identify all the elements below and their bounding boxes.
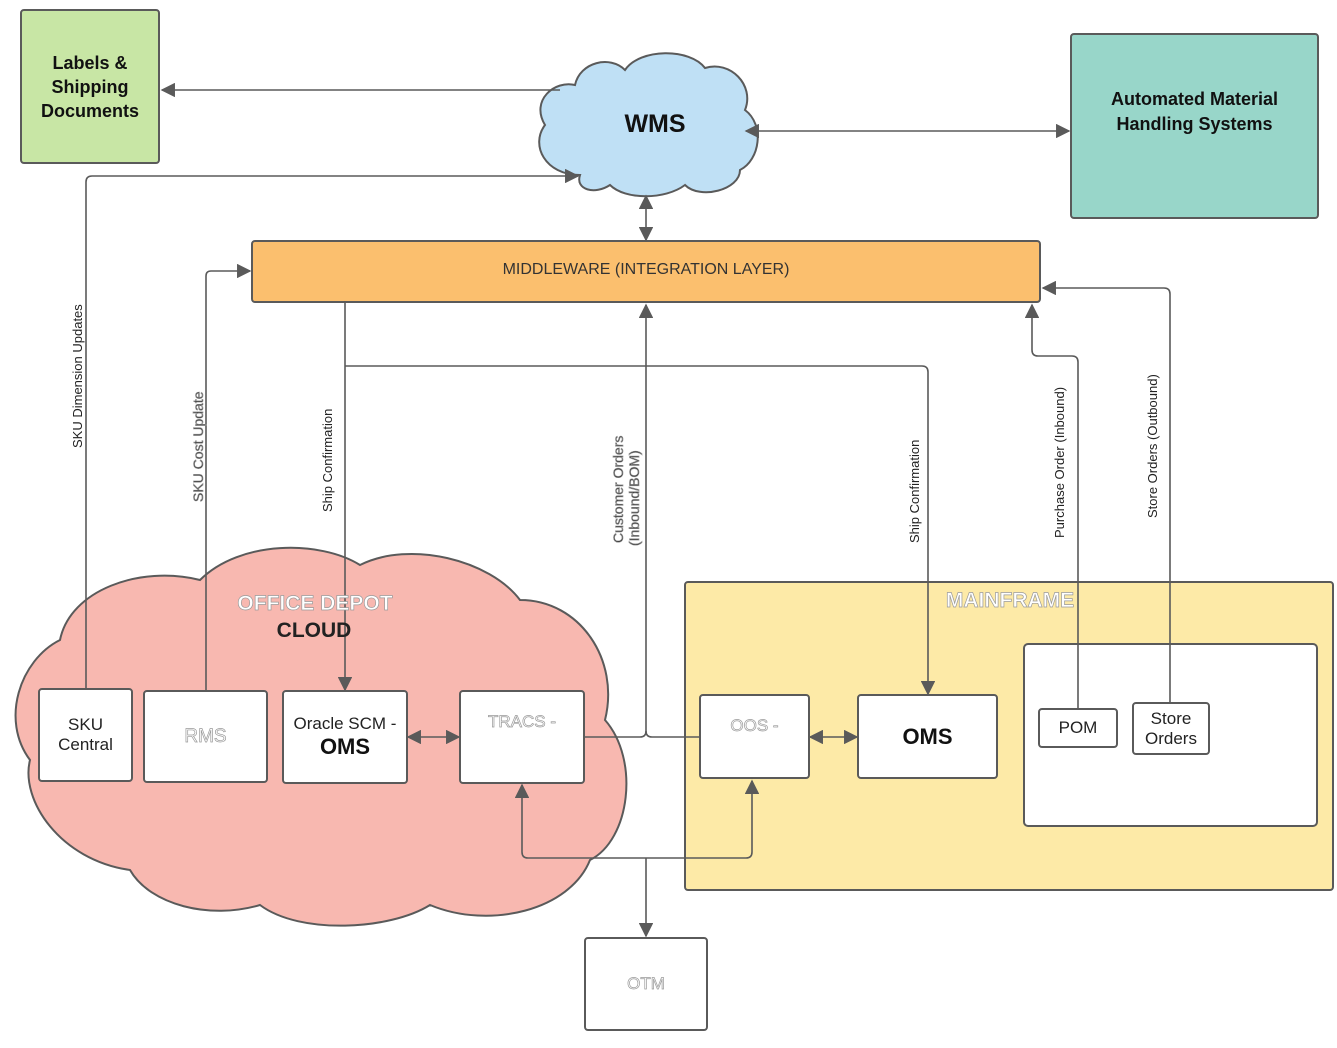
amhs-box: Automated Material Handling Systems bbox=[1070, 33, 1319, 219]
rms-box: RMS bbox=[143, 690, 268, 783]
ship-confirmation-1-label: Ship Confirmation bbox=[320, 408, 335, 512]
middleware-box: MIDDLEWARE (INTEGRATION LAYER) bbox=[251, 240, 1041, 303]
oracle-scm-box: Oracle SCM - OMS bbox=[282, 690, 408, 784]
middleware-label: MIDDLEWARE (INTEGRATION LAYER) bbox=[502, 261, 790, 278]
otm-label: OTM bbox=[627, 974, 665, 994]
wms-label: WMS bbox=[624, 110, 686, 138]
sku-central-label: SKU Central bbox=[58, 715, 113, 754]
office-depot-title: OFFICE DEPOT bbox=[237, 592, 393, 616]
ship-confirmation-2-label: Ship Confirmation bbox=[907, 439, 922, 543]
labels-shipping-label: Labels & Shipping Documents bbox=[40, 52, 139, 121]
sku-cost-label: SKU Cost Update bbox=[190, 391, 207, 502]
oms-label: OMS bbox=[902, 723, 953, 749]
labels-shipping-box: Labels & Shipping Documents bbox=[20, 9, 160, 164]
purchase-order-label: Purchase Order (Inbound) bbox=[1052, 386, 1067, 538]
edge-tracs-otm bbox=[514, 779, 760, 859]
edge-sku-cost bbox=[205, 263, 252, 690]
mainframe-title: MAINFRAME bbox=[945, 589, 1075, 613]
edge-customer-orders-oos bbox=[645, 730, 699, 738]
customer-orders-label: Customer Orders bbox=[610, 435, 627, 543]
sku-central-box: SKU Central bbox=[38, 688, 133, 782]
tracs-box: TRACS - bbox=[459, 690, 585, 784]
pom-label: POM bbox=[1058, 718, 1098, 737]
sku-dimension-label: SKU Dimension Updates bbox=[70, 304, 85, 448]
amhs-label: Automated Material Handling Systems bbox=[1110, 89, 1279, 134]
tracs-label: TRACS - bbox=[488, 712, 557, 732]
store-orders-outbound-label: Store Orders (Outbound) bbox=[1145, 374, 1160, 518]
oos-label: OOS - bbox=[730, 716, 779, 736]
edge-store-orders bbox=[1041, 280, 1171, 702]
customer-orders-inbound-label: (Inbound/BOM) bbox=[626, 450, 643, 546]
otm-box: OTM bbox=[584, 937, 708, 1031]
edge-purchase-order bbox=[1024, 303, 1079, 708]
wms-cloud bbox=[538, 52, 759, 198]
cloud-title: CLOUD bbox=[276, 619, 352, 642]
pom-box: POM bbox=[1038, 708, 1118, 748]
store-orders-label: Store Orders bbox=[1145, 708, 1197, 748]
oracle-oms-label: OMS bbox=[319, 734, 371, 759]
store-orders-box: Store Orders bbox=[1132, 702, 1210, 755]
rms-label: RMS bbox=[184, 725, 227, 747]
oos-box: OOS - bbox=[699, 694, 810, 779]
oracle-scm-label: Oracle SCM - bbox=[293, 714, 397, 733]
edge-sku-dimension bbox=[85, 168, 580, 690]
edge-ship-conf-oms bbox=[345, 365, 936, 696]
oms-box: OMS bbox=[857, 694, 998, 779]
